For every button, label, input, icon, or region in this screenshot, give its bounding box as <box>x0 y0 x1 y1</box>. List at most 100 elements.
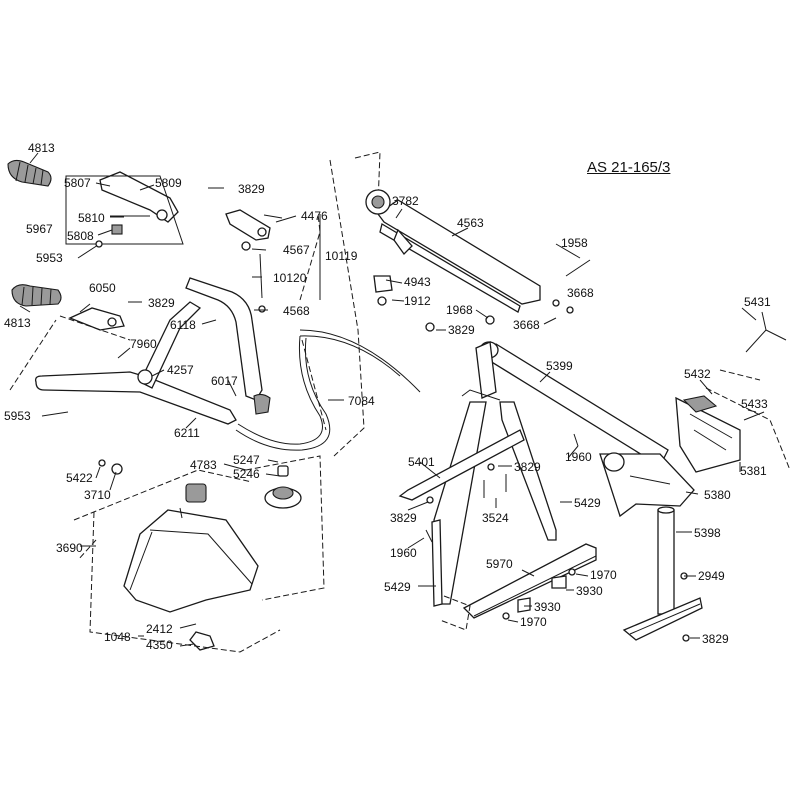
washer-3668a <box>552 299 560 307</box>
part-label-5429-right: 5429 <box>574 496 601 510</box>
part-label-7084: 7084 <box>348 394 375 408</box>
stand-frame-part <box>398 401 557 607</box>
part-label-3829-b: 3829 <box>148 296 175 310</box>
lower-grip-part <box>11 284 62 307</box>
part-label-5808: 5808 <box>67 229 94 243</box>
part-label-5953-upper: 5953 <box>36 251 63 265</box>
part-label-4813-upper: 4813 <box>28 141 55 155</box>
upper-lever-pivot <box>156 209 168 221</box>
nut-3829c <box>425 322 435 332</box>
part-label-2949: 2949 <box>698 569 725 583</box>
part-label-10120: 10120 <box>273 271 307 285</box>
upper-grip-part <box>7 159 52 187</box>
part-label-6050: 6050 <box>89 281 116 295</box>
clamp-4257 <box>137 369 153 385</box>
part-label-4783: 4783 <box>190 458 217 472</box>
part-label-3829-a: 3829 <box>238 182 265 196</box>
rod-10120 <box>259 253 263 299</box>
bolt-1960a <box>573 433 579 447</box>
part-label-1960-upper: 1960 <box>565 450 592 464</box>
washer-4567 <box>241 241 251 251</box>
bracket-4943 <box>373 275 393 293</box>
part-label-5246: 5246 <box>233 467 260 481</box>
handle-5431-part <box>745 311 787 353</box>
part-label-6118: 6118 <box>170 318 196 332</box>
part-label-1958: 1958 <box>561 236 588 250</box>
part-label-4257: 4257 <box>167 363 194 377</box>
part-label-1048: 1048 <box>104 630 131 644</box>
nut-1970a <box>568 568 576 576</box>
part-label-5380: 5380 <box>704 488 731 502</box>
part-label-5953-lower: 5953 <box>4 409 31 423</box>
part-label-10119: 10119 <box>325 249 358 263</box>
cable-7084 <box>299 329 421 393</box>
part-label-1970-right: 1970 <box>590 568 617 582</box>
fuel-cap-part <box>264 465 302 509</box>
part-label-6211: 6211 <box>174 426 200 440</box>
bolt-1960b <box>425 529 433 543</box>
part-label-5809: 5809 <box>155 176 182 190</box>
part-label-4568: 4568 <box>283 304 310 318</box>
bolt-5433 <box>743 411 765 421</box>
part-label-5401: 5401 <box>408 455 435 469</box>
handlebar-frame-part <box>34 277 271 425</box>
part-label-4350: 4350 <box>146 638 173 652</box>
part-label-3930-right: 3930 <box>576 584 603 598</box>
part-label-1960-lower: 1960 <box>390 546 417 560</box>
part-label-3710: 3710 <box>84 488 111 502</box>
part-label-5432: 5432 <box>684 367 711 381</box>
part-label-4567: 4567 <box>283 243 310 257</box>
diagram-title: AS 21-165/3 <box>587 159 671 176</box>
leader-right-clamp <box>705 369 791 471</box>
part-label-3668-lower: 3668 <box>513 318 540 332</box>
part-label-5807: 5807 <box>64 176 91 190</box>
part-label-5429-left: 5429 <box>384 580 411 594</box>
part-label-5970: 5970 <box>486 557 513 571</box>
part-label-7960: 7960 <box>130 337 157 351</box>
bolt-1958 <box>565 259 591 277</box>
part-label-3690: 3690 <box>56 541 83 555</box>
bushing-5808 <box>111 224 123 235</box>
pin-3930a <box>551 575 567 589</box>
part-label-3782: 3782 <box>392 194 419 208</box>
part-label-5967: 5967 <box>26 222 53 236</box>
leader-tank-frame <box>73 469 281 653</box>
washer-3710 <box>111 463 123 475</box>
part-label-1970-left: 1970 <box>520 615 547 629</box>
fuel-tank-part <box>123 483 259 613</box>
leader-center-vertical <box>329 159 365 457</box>
leader-10119 <box>299 213 321 301</box>
coiled-cable-part <box>235 335 331 451</box>
screw-5422 <box>98 459 106 467</box>
part-label-5247: 5247 <box>233 453 260 467</box>
lever-bracket-frame <box>65 175 184 245</box>
bolt-3829e <box>426 496 434 504</box>
washer-3668b <box>566 306 574 314</box>
part-label-3524: 3524 <box>482 511 509 525</box>
clamp-5381-part <box>675 395 741 473</box>
bolt-3829d <box>487 463 495 471</box>
part-label-3930-left: 3930 <box>534 600 561 614</box>
part-label-4813-lower: 4813 <box>4 316 31 330</box>
part-label-3829-c: 3829 <box>448 323 475 337</box>
post-5398-part <box>622 506 703 641</box>
nut-3829f <box>682 634 690 642</box>
part-label-3668-upper: 3668 <box>567 286 594 300</box>
bolt-5953-upper <box>77 244 99 259</box>
main-beam-part <box>461 341 669 467</box>
part-label-4943: 4943 <box>404 275 431 289</box>
fuel-tap-4350 <box>189 631 215 651</box>
part-label-2412: 2412 <box>146 622 173 636</box>
part-label-4563: 4563 <box>457 216 484 230</box>
nut-1912 <box>377 296 387 306</box>
part-label-5433: 5433 <box>741 397 768 411</box>
lower-lever-part <box>68 307 125 331</box>
part-label-3829-e: 3829 <box>390 511 417 525</box>
part-label-5422: 5422 <box>66 471 93 485</box>
part-label-5431: 5431 <box>744 295 771 309</box>
part-label-3829-f: 3829 <box>702 632 729 646</box>
part-label-5398: 5398 <box>694 526 721 540</box>
part-label-6017: 6017 <box>211 374 238 388</box>
